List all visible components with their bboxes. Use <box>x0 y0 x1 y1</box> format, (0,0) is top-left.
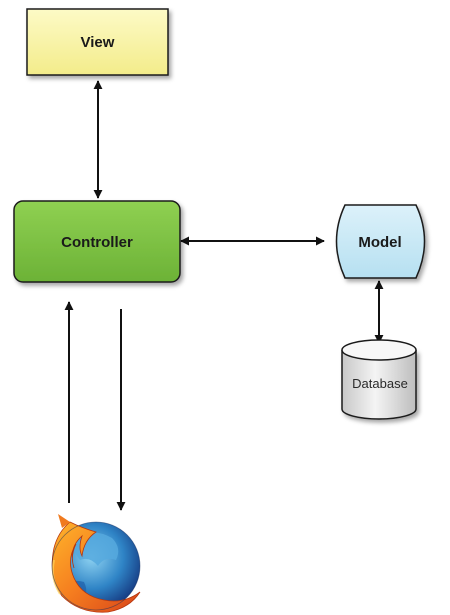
view-label: View <box>81 34 115 51</box>
model-node: Model <box>335 204 426 279</box>
controller-node: Controller <box>13 200 181 283</box>
database-label: Database <box>352 376 408 391</box>
model-label: Model <box>358 234 401 251</box>
database-node: Database <box>341 339 417 420</box>
view-node: View <box>26 8 169 76</box>
controller-label: Controller <box>61 234 133 251</box>
firefox-browser-icon <box>51 514 141 613</box>
